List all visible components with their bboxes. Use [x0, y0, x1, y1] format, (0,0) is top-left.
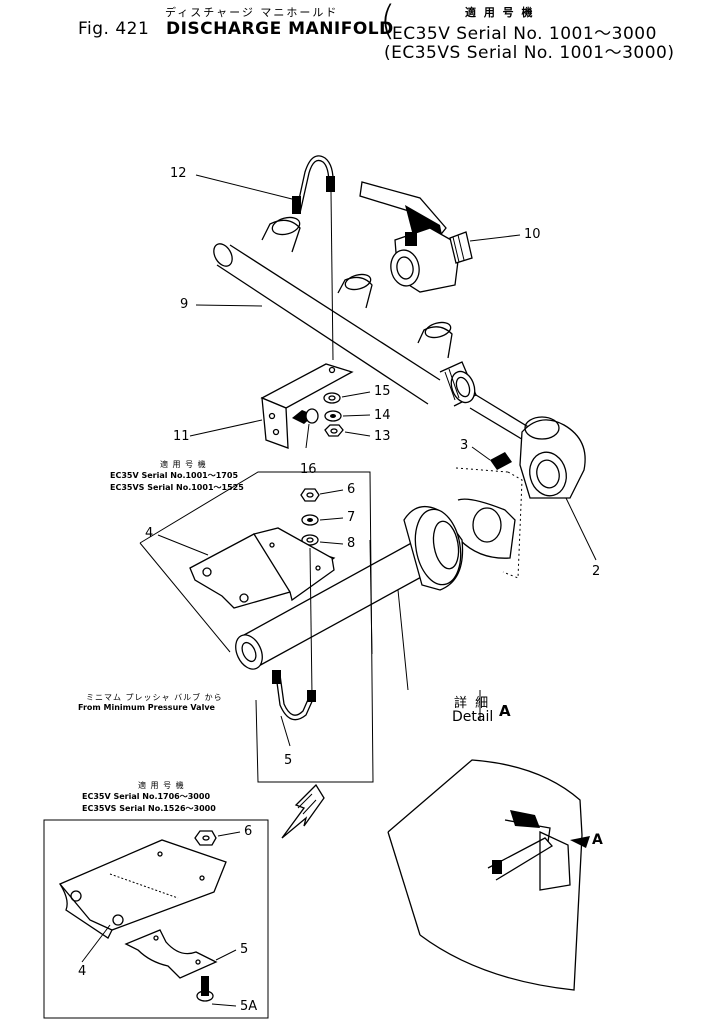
callout-10: 10	[524, 227, 541, 242]
callout-16: 16	[300, 462, 317, 477]
callout-6-alt: 6	[244, 824, 253, 839]
bolt-16	[292, 408, 319, 449]
callout-15: 15	[374, 384, 391, 399]
washers-13-15	[323, 391, 371, 437]
manifold-pipe-9	[213, 216, 477, 407]
bolt-5a	[196, 976, 237, 1007]
callout-8: 8	[347, 536, 356, 551]
nut-washers-6-8	[300, 488, 344, 546]
callout-3: 3	[460, 438, 469, 453]
callout-12: 12	[170, 166, 187, 181]
variant-arrow	[281, 783, 325, 839]
header-paren: (	[380, 0, 396, 44]
bracket-4	[157, 527, 336, 609]
housing-panel	[455, 467, 523, 579]
detail-a-housing	[387, 759, 590, 991]
bracket-11	[189, 363, 354, 449]
header-serial-line-2: (EC35VS Serial No. 1001～3000)	[384, 43, 675, 63]
figure-label: Fig. 421	[78, 19, 150, 39]
detail-label-jp: 詳 細	[454, 696, 491, 711]
ball-valve-10	[359, 181, 521, 293]
header-title-en: DISCHARGE MANIFOLD	[166, 19, 394, 39]
callout-7: 7	[347, 510, 356, 525]
callout-6: 6	[347, 482, 356, 497]
detail-label-en: Detail	[452, 709, 494, 725]
nut-6-alt	[194, 830, 241, 846]
callout-11: 11	[173, 429, 190, 444]
bottom-note-line-2: EC35VS Serial No.1526～3000	[82, 804, 216, 813]
bottom-note-line-1: EC35V Serial No.1706～3000	[82, 792, 211, 801]
callout-13: 13	[374, 429, 391, 444]
bracket-4-alt	[58, 839, 227, 963]
u-bolt-12	[292, 155, 335, 361]
option-box-bottom	[43, 819, 269, 1019]
detail-label-letter: A	[499, 702, 511, 720]
from-label-jp: ミニマム プレッシャ バルブ から	[86, 693, 223, 702]
top-note-jp: 適 用 号 機	[160, 460, 207, 469]
from-label-en: From Minimum Pressure Valve	[78, 703, 215, 712]
option-box-top	[139, 471, 374, 783]
bolt-3	[471, 446, 512, 470]
callout-2: 2	[592, 564, 601, 579]
header-applicable-jp: 適 用 号 機	[465, 6, 535, 19]
callout-5-alt: 5	[240, 942, 249, 957]
discharge-pipe	[235, 505, 464, 691]
top-note-line-1: EC35V Serial No.1001～1705	[110, 471, 239, 480]
callout-5a: 5A	[240, 999, 258, 1014]
callout-14: 14	[374, 408, 391, 423]
bottom-note-jp: 適 用 号 機	[138, 781, 185, 790]
callout-4-alt: 4	[78, 964, 87, 979]
callout-4: 4	[145, 526, 154, 541]
top-note-line-2: EC35VS Serial No.1001～1525	[110, 483, 244, 492]
clamp-5	[124, 929, 237, 979]
callout-5: 5	[284, 753, 293, 768]
elbow-2	[469, 394, 597, 561]
header-serial-line-1: EC35V Serial No. 1001～3000	[392, 24, 657, 44]
view-arrow-label: A	[592, 832, 603, 848]
u-bolt-5	[272, 547, 316, 747]
header-title-jp: ディスチャージ マニホールド	[165, 6, 339, 19]
callout-9: 9	[180, 297, 189, 312]
